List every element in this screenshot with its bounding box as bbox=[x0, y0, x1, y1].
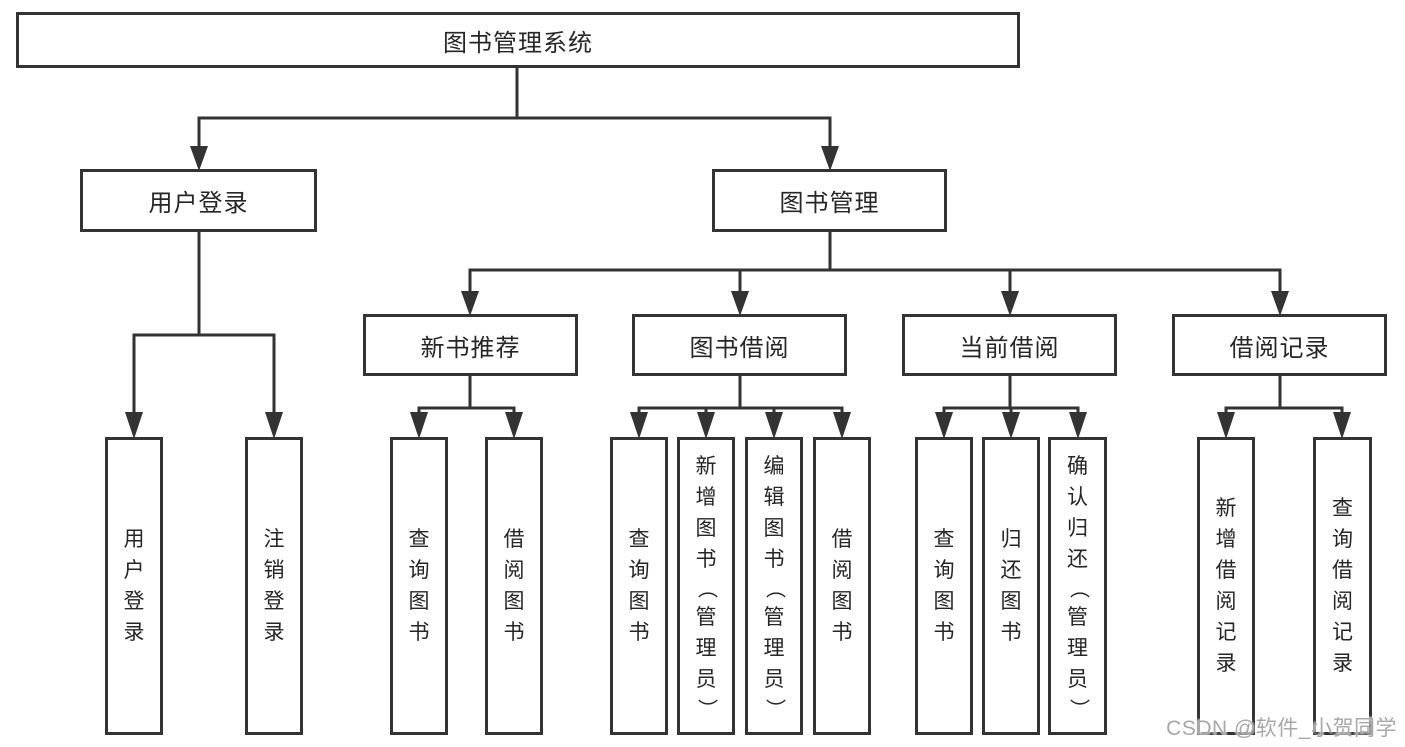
leaf-query-books-current: 查询图书 bbox=[915, 437, 973, 735]
leaf-logout: 注销登录 bbox=[245, 437, 303, 735]
leaf-query-borrow-record: 查询借阅记录 bbox=[1313, 437, 1372, 735]
leaf-query-books-current-label: 查询图书 bbox=[933, 528, 955, 644]
leaf-user-login: 用户登录 bbox=[105, 437, 163, 735]
node-book-management: 图书管理 bbox=[712, 169, 947, 232]
node-book-borrow: 图书借阅 bbox=[632, 314, 847, 376]
leaf-return-book-label: 归还图书 bbox=[1000, 528, 1022, 644]
node-root: 图书管理系统 bbox=[16, 12, 1020, 68]
leaf-query-books-borrow-label: 查询图书 bbox=[628, 528, 650, 644]
node-book-borrow-label: 图书借阅 bbox=[689, 334, 790, 362]
leaf-user-login-label: 用户登录 bbox=[123, 528, 145, 644]
leaf-query-books-recommend-label: 查询图书 bbox=[408, 528, 430, 644]
leaf-logout-label: 注销登录 bbox=[263, 528, 285, 644]
node-borrow-records-label: 借阅记录 bbox=[1229, 334, 1330, 362]
node-user-login-label: 用户登录 bbox=[148, 190, 249, 217]
node-current-borrow-label: 当前借阅 bbox=[959, 334, 1060, 362]
leaf-add-book-admin: 新增图书（管理员） bbox=[677, 437, 735, 735]
leaf-borrow-books-2: 借阅图书 bbox=[813, 437, 871, 735]
leaf-add-book-admin-label: 新增图书（管理员） bbox=[695, 454, 718, 719]
node-new-book-recommend-label: 新书推荐 bbox=[420, 334, 521, 362]
node-new-book-recommend: 新书推荐 bbox=[363, 314, 578, 376]
leaf-confirm-return-admin-label: 确认归还（管理员） bbox=[1067, 454, 1089, 719]
node-user-login: 用户登录 bbox=[80, 169, 317, 232]
leaf-borrow-books-2-label: 借阅图书 bbox=[831, 528, 853, 644]
leaf-return-book: 归还图书 bbox=[982, 437, 1040, 735]
node-book-management-label: 图书管理 bbox=[779, 190, 880, 217]
leaf-confirm-return-admin: 确认归还（管理员） bbox=[1048, 437, 1107, 735]
leaf-add-borrow-record: 新增借阅记录 bbox=[1197, 437, 1255, 735]
leaf-query-books-recommend: 查询图书 bbox=[390, 437, 448, 735]
leaf-query-borrow-record-label: 查询借阅记录 bbox=[1332, 497, 1353, 675]
leaf-borrow-books-recommend-label: 借阅图书 bbox=[503, 528, 525, 644]
leaf-borrow-books-recommend: 借阅图书 bbox=[485, 437, 543, 735]
leaf-edit-book-admin-label: 编辑图书（管理员） bbox=[763, 454, 786, 719]
leaf-add-borrow-record-label: 新增借阅记录 bbox=[1215, 497, 1237, 675]
node-current-borrow: 当前借阅 bbox=[902, 314, 1117, 376]
csdn-watermark: CSDN @软件_小贺同学 bbox=[1166, 717, 1397, 740]
leaf-edit-book-admin: 编辑图书（管理员） bbox=[745, 437, 803, 735]
node-borrow-records: 借阅记录 bbox=[1172, 314, 1387, 376]
node-root-label: 图书管理系统 bbox=[443, 29, 593, 57]
leaf-query-books-borrow: 查询图书 bbox=[610, 437, 668, 735]
